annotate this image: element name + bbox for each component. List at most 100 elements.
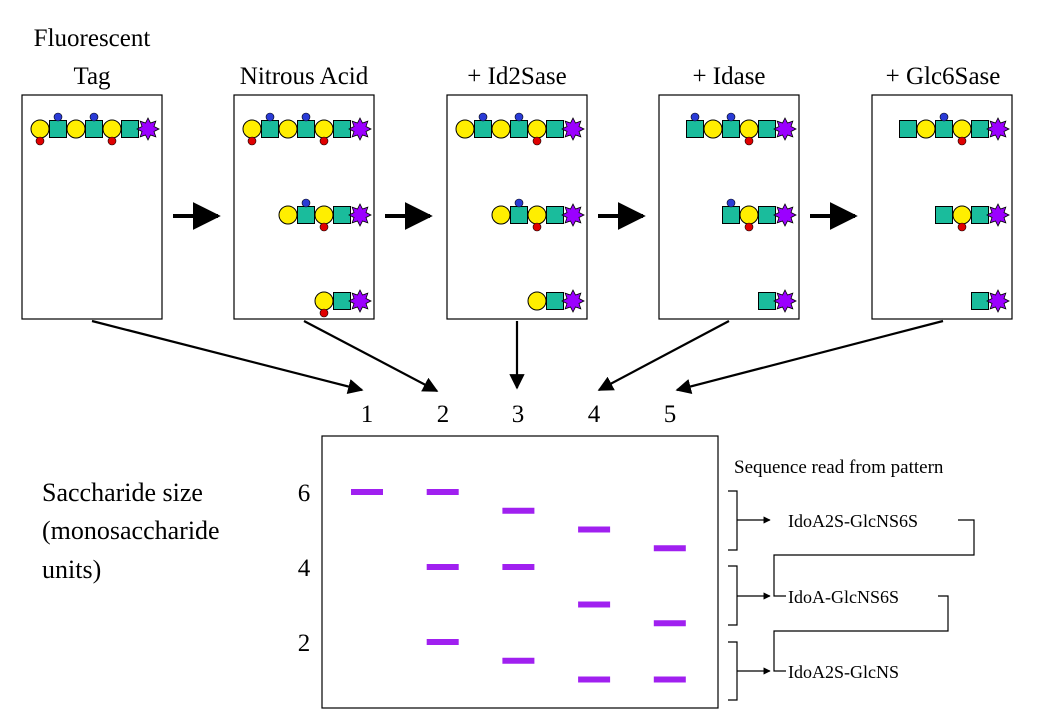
panel-title-1-line-2: Tag	[73, 63, 111, 90]
glucosamine-square	[722, 206, 740, 224]
gel-band	[502, 564, 535, 570]
chain-p4-r1	[686, 112, 797, 146]
uronic-acid-circle	[314, 205, 334, 225]
glucosamine-square	[722, 120, 740, 138]
connector-2	[773, 595, 949, 672]
glucosamine-square	[121, 120, 139, 138]
lane-number-4: 4	[588, 401, 601, 428]
fluorescent-tag-star	[986, 289, 1010, 313]
uronic-acid-circle	[314, 291, 334, 311]
uronic-acid-circle	[242, 119, 262, 139]
bracket-1	[728, 490, 738, 551]
chain-p5-r2	[935, 203, 1010, 232]
size-ticks: 642	[298, 480, 311, 657]
gel-bands	[351, 489, 686, 683]
uronic-acid-circle	[739, 205, 759, 225]
gel-band	[578, 526, 611, 533]
glucosamine-square	[686, 120, 704, 138]
uronic-acid-circle	[491, 205, 511, 225]
fluorescent-tag-star	[773, 117, 797, 141]
uronic-acid-circle	[739, 119, 759, 139]
glucosamine-square	[333, 120, 351, 138]
uronic-acid-circle	[703, 119, 723, 139]
fluorescent-tag-star	[348, 289, 372, 313]
gel-band	[426, 639, 459, 645]
size-tick-6: 6	[298, 480, 311, 507]
lane-number-1: 1	[361, 401, 374, 428]
sequence-header: Sequence read from pattern	[734, 457, 944, 478]
n-sulfate-dot	[53, 112, 63, 122]
glucosamine-square	[333, 292, 351, 310]
fluorescent-tag-star	[561, 203, 585, 227]
n-sulfate-dot	[690, 112, 700, 122]
gel-band	[578, 601, 611, 608]
glucosamine-square	[546, 292, 564, 310]
glucosamine-square	[758, 206, 776, 224]
o-sulfate-dot	[35, 136, 45, 146]
y-axis-label: Saccharide size (monosaccharide units)	[42, 478, 220, 584]
gel-band	[426, 489, 459, 495]
glucosamine-square	[261, 120, 279, 138]
n-sulfate-dot	[478, 112, 488, 122]
uronic-acid-circle	[102, 119, 122, 139]
glucosamine-square	[758, 120, 776, 138]
glucosamine-square	[758, 292, 776, 310]
chain-p5-r3	[971, 289, 1010, 313]
panel-title-1-line-1: Fluorescent	[34, 25, 151, 52]
chain-p3-r1	[455, 112, 585, 146]
gel-band	[502, 507, 535, 514]
uronic-acid-circle	[527, 119, 547, 139]
fluorescent-tag-star	[986, 117, 1010, 141]
chain-p3-r2	[491, 198, 585, 232]
n-sulfate-dot	[726, 112, 736, 122]
uronic-acid-circle	[278, 119, 298, 139]
glucosamine-square	[297, 206, 315, 224]
glucosamine-square	[297, 120, 315, 138]
chain-p2-r1	[242, 112, 372, 146]
panel-title-5: + Glc6Sase	[886, 63, 1001, 90]
n-sulfate-dot	[89, 112, 99, 122]
panel-title-3: + Id2Sase	[467, 63, 567, 90]
uronic-acid-circle	[314, 119, 334, 139]
uronic-acid-circle	[527, 291, 547, 311]
n-sulfate-dot	[301, 112, 311, 122]
lane-arrow-5	[675, 319, 944, 394]
sequence-readout: Sequence read from pattern IdoA2S-GlcNS6…	[728, 457, 975, 701]
uronic-acid-circle	[455, 119, 475, 139]
lane-number-5: 5	[664, 401, 677, 428]
gel-band	[351, 489, 383, 495]
n-sulfate-dot	[726, 198, 736, 208]
chain-p3-r3	[527, 289, 585, 313]
chain-p1-r1	[30, 112, 160, 146]
lane-arrows	[91, 319, 944, 395]
lane-arrow-4	[597, 320, 730, 391]
uronic-acid-circle	[30, 119, 50, 139]
gel-band	[653, 545, 686, 552]
fluorescent-tag-star	[136, 117, 160, 141]
chain-p4-r2	[722, 198, 797, 232]
disaccharide-2: IdoA-GlcNS6S	[788, 587, 899, 607]
saccharide-chains	[30, 112, 1010, 318]
glucosamine-square	[971, 292, 989, 310]
glucosamine-square	[510, 206, 528, 224]
gel-band	[578, 676, 611, 683]
uronic-acid-circle	[952, 205, 972, 225]
o-sulfate-dot	[247, 136, 257, 146]
fluorescent-tag-star	[561, 289, 585, 313]
connector-1	[773, 519, 975, 597]
uronic-acid-circle	[916, 119, 936, 139]
gel-band	[426, 564, 459, 570]
lane-arrow-2	[303, 320, 439, 392]
uronic-acid-circle	[66, 119, 86, 139]
o-sulfate-dot	[319, 222, 329, 232]
uronic-acid-circle	[527, 205, 547, 225]
n-sulfate-dot	[265, 112, 275, 122]
o-sulfate-dot	[744, 136, 754, 146]
uronic-acid-circle	[491, 119, 511, 139]
disaccharide-1: IdoA2S-GlcNS6S	[788, 511, 918, 531]
gel-box	[321, 435, 719, 709]
panel-titles: Fluorescent Tag Nitrous Acid + Id2Sase +…	[34, 25, 1001, 90]
chain-p4-r3	[758, 289, 797, 313]
gel-band	[653, 676, 686, 683]
